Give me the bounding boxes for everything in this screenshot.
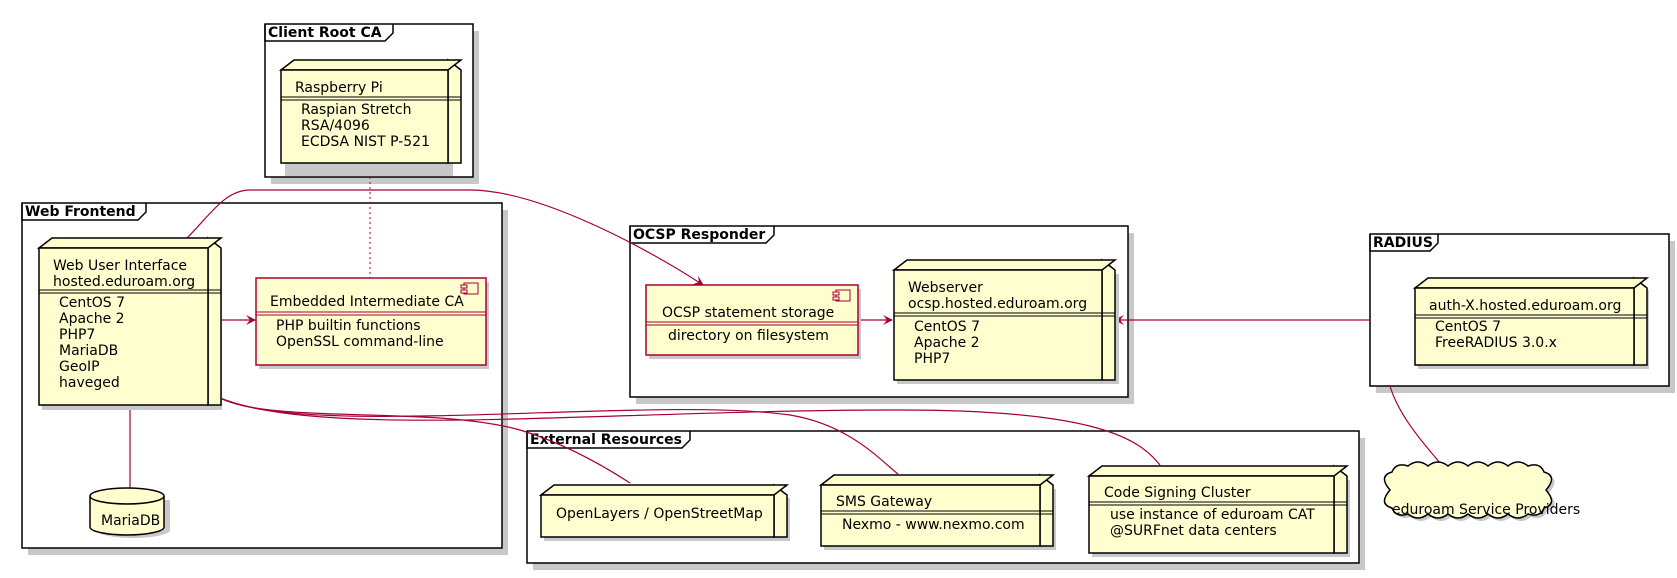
node-line: Apache 2 bbox=[59, 311, 125, 327]
node-webserver: Webserver ocsp.hosted.eduroam.org CentOS… bbox=[891, 258, 1119, 384]
node-code-signing: Code Signing Cluster use instance of edu… bbox=[1086, 464, 1350, 557]
cloud-label: eduroam Service Providers bbox=[1392, 502, 1580, 518]
package-title: Web Frontend bbox=[25, 204, 136, 220]
node-title: OpenLayers / OpenStreetMap bbox=[556, 506, 763, 522]
node-title: Code Signing Cluster bbox=[1104, 485, 1251, 501]
node-line: GeoIP bbox=[59, 359, 100, 375]
node-title: Raspberry Pi bbox=[295, 80, 383, 96]
node-line: use instance of eduroam CAT bbox=[1110, 507, 1315, 523]
node-auth-x: auth-X.hosted.eduroam.org CentOS 7 FreeR… bbox=[1412, 276, 1650, 369]
package-title: Client Root CA bbox=[268, 25, 382, 41]
node-line: FreeRADIUS 3.0.x bbox=[1435, 335, 1557, 351]
node-title: SMS Gateway bbox=[836, 494, 932, 510]
node-title: ocsp.hosted.eduroam.org bbox=[908, 296, 1087, 312]
node-raspberry-pi: Raspberry Pi Raspian Stretch RSA/4096 EC… bbox=[278, 58, 464, 176]
node-intermediate-ca: Embedded Intermediate CA PHP builtin fun… bbox=[255, 277, 489, 369]
node-line: CentOS 7 bbox=[59, 295, 125, 311]
node-line: MariaDB bbox=[59, 343, 118, 359]
link-webui-sms bbox=[217, 396, 899, 475]
node-openlayers: OpenLayers / OpenStreetMap bbox=[538, 483, 790, 541]
node-sms-gateway: SMS Gateway Nexmo - www.nexmo.com bbox=[818, 473, 1056, 550]
node-title: Webserver bbox=[908, 280, 983, 296]
node-line: OpenSSL command-line bbox=[276, 334, 444, 350]
link-webui-openlayers bbox=[217, 396, 631, 484]
node-line: CentOS 7 bbox=[914, 319, 980, 335]
node-line: @SURFnet data centers bbox=[1110, 523, 1277, 539]
node-line: haveged bbox=[59, 375, 120, 391]
node-title: OCSP statement storage bbox=[662, 305, 834, 321]
node-line: PHP builtin functions bbox=[276, 318, 421, 334]
node-line: Raspian Stretch bbox=[301, 102, 411, 118]
node-line: Apache 2 bbox=[914, 335, 980, 351]
package-title: OCSP Responder bbox=[633, 227, 765, 243]
database-label: MariaDB bbox=[101, 513, 160, 529]
node-title: auth-X.hosted.eduroam.org bbox=[1429, 298, 1621, 314]
node-ocsp-storage: OCSP statement storage directory on file… bbox=[645, 284, 861, 359]
node-title: Embedded Intermediate CA bbox=[270, 294, 464, 310]
node-title: Web User Interface bbox=[53, 258, 187, 274]
node-line: directory on filesystem bbox=[668, 328, 829, 344]
link-webui-ocsp bbox=[186, 189, 704, 286]
package-title: External Resources bbox=[530, 432, 682, 448]
link-webui-codesigning bbox=[217, 396, 1161, 466]
node-title: hosted.eduroam.org bbox=[53, 274, 195, 290]
node-service-providers: eduroam Service Providers bbox=[1383, 461, 1580, 521]
node-line: PHP7 bbox=[914, 351, 950, 367]
connectors bbox=[129, 167, 1451, 488]
node-line: ECDSA NIST P-521 bbox=[301, 134, 430, 150]
package-title: RADIUS bbox=[1373, 235, 1433, 251]
node-mariadb: MariaDB bbox=[89, 487, 170, 538]
node-line: Nexmo - www.nexmo.com bbox=[842, 517, 1025, 533]
node-web-user-interface: Web User Interface hosted.eduroam.org Ce… bbox=[36, 236, 224, 410]
node-line: RSA/4096 bbox=[301, 118, 370, 134]
node-line: PHP7 bbox=[59, 327, 95, 343]
node-line: CentOS 7 bbox=[1435, 319, 1501, 335]
